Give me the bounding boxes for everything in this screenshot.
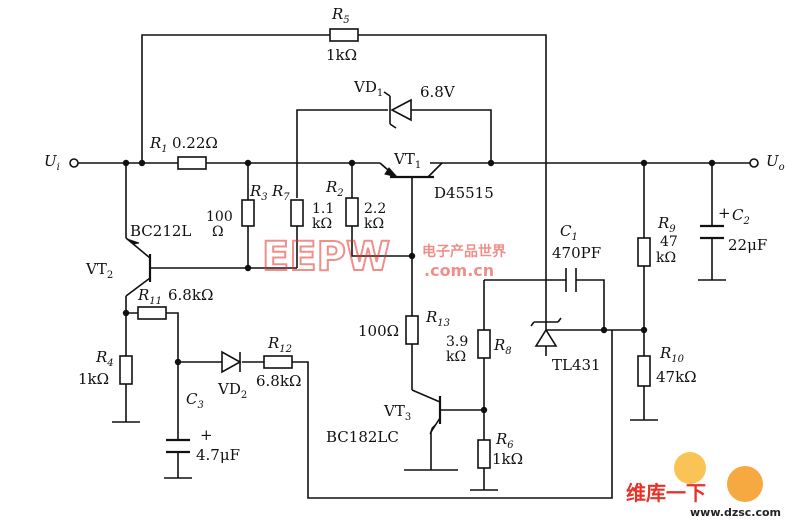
vt2-transistor-symbol — [125, 237, 152, 297]
output-label: Uo — [766, 152, 785, 173]
site-cn-text: 维库一下 — [626, 481, 706, 505]
r5-ref: R5 — [331, 5, 350, 26]
c2-value: 22μF — [728, 236, 767, 254]
r9-value-top: 47 — [660, 234, 678, 250]
r12-value: 6.8kΩ — [256, 372, 301, 390]
vt1-ref: VT1 — [393, 150, 421, 171]
r7-ref: R7 — [271, 182, 290, 203]
r6-ref: R6 — [495, 430, 514, 451]
r8-ref: R8 — [493, 336, 512, 357]
vd2-ref: VD2 — [217, 380, 247, 401]
wiring — [78, 34, 750, 499]
r12-ref: R12 — [267, 334, 292, 355]
r5-body — [329, 28, 359, 42]
r4-value: 1kΩ — [78, 370, 109, 388]
c2-ref: C2 — [732, 206, 750, 227]
r8-value-bot: kΩ — [446, 349, 466, 365]
r11-ref: R11 — [137, 286, 162, 307]
r10-value: 47kΩ — [656, 368, 697, 386]
c3-ref: C3 — [186, 390, 204, 411]
output-terminal — [749, 158, 759, 168]
vd1-ref: VD1 — [353, 78, 383, 99]
vt1-transistor-symbol — [379, 162, 443, 192]
r1-body — [177, 156, 207, 170]
r4-body — [119, 355, 133, 385]
r8-body — [477, 329, 491, 359]
r12-body — [263, 355, 293, 369]
r2-value-bot: kΩ — [364, 216, 384, 232]
vd2-diode-symbol — [218, 350, 242, 374]
input-terminal — [69, 158, 79, 168]
r11-value: 6.8kΩ — [168, 286, 213, 304]
r9-value-bot: kΩ — [656, 250, 676, 266]
r13-body — [405, 315, 419, 345]
c1-value: 470PF — [552, 244, 601, 262]
tl431-symbol — [530, 317, 562, 347]
eepw-watermark: EEPW 电子产品世界 .com.cn — [261, 233, 507, 281]
r6-value: 1kΩ — [492, 450, 523, 468]
c3-symbol — [166, 438, 190, 454]
r2-body — [345, 197, 359, 227]
vd1-zener-symbol — [383, 91, 412, 129]
r10-ref: R10 — [659, 344, 685, 365]
r6-body — [477, 439, 491, 469]
r3-ref: R3 — [249, 182, 268, 203]
eepw-url-text: .com.cn — [424, 261, 494, 280]
input-label: Ui — [44, 152, 60, 173]
dzsc-watermark: 维库一下 www.dzsc.com — [626, 452, 781, 519]
c3-value: 4.7μF — [196, 446, 240, 464]
junction-dots — [122, 159, 716, 414]
vt3-transistor-symbol — [411, 389, 442, 435]
c2-polarity: + — [718, 204, 731, 222]
c3-polarity: + — [200, 426, 213, 444]
r3-body — [241, 199, 255, 227]
r13-ref: R13 — [425, 308, 450, 329]
vt3-model: BC182LC — [326, 428, 399, 446]
r13-value: 100Ω — [358, 322, 399, 340]
smiley-icon — [727, 466, 763, 502]
r8-value-top: 3.9 — [446, 334, 468, 350]
c1-ref: C1 — [560, 222, 578, 243]
r2-ref: R2 — [325, 178, 344, 199]
r3-value-top: 100 — [206, 209, 233, 225]
r2-value-top: 2.2 — [364, 201, 386, 217]
labels: Ui Uo R5 1kΩ R1 0.22Ω VD1 6.8V VT1 D4551… — [44, 5, 785, 468]
c1-symbol — [560, 268, 582, 292]
vt3-ref: VT3 — [383, 402, 411, 423]
r4-ref: R4 — [95, 348, 114, 369]
r10-body — [637, 355, 651, 387]
r9-body — [637, 237, 651, 267]
r1-value: 0.22Ω — [172, 134, 218, 152]
c2-symbol — [700, 224, 724, 240]
vt1-model: D45515 — [434, 184, 494, 202]
tl431-model: TL431 — [552, 356, 601, 374]
vt2-model: BC212L — [130, 222, 191, 240]
eepw-cn-text: 电子产品世界 — [422, 243, 507, 260]
r9-ref: R9 — [657, 214, 676, 235]
r7-body — [290, 199, 304, 227]
r7-value-top: 1.1 — [312, 201, 334, 217]
r11-body — [137, 306, 167, 320]
vd1-value: 6.8V — [420, 83, 456, 101]
r7-value-bot: kΩ — [312, 216, 332, 232]
vt2-ref: VT2 — [85, 260, 113, 281]
r1-ref: R1 — [149, 134, 168, 155]
r5-value: 1kΩ — [326, 46, 357, 64]
r3-value-bot: Ω — [212, 224, 224, 240]
eepw-logo-text: EEPW — [262, 234, 390, 280]
site-url-text: www.dzsc.com — [690, 506, 781, 519]
mascot-icon — [674, 452, 706, 484]
